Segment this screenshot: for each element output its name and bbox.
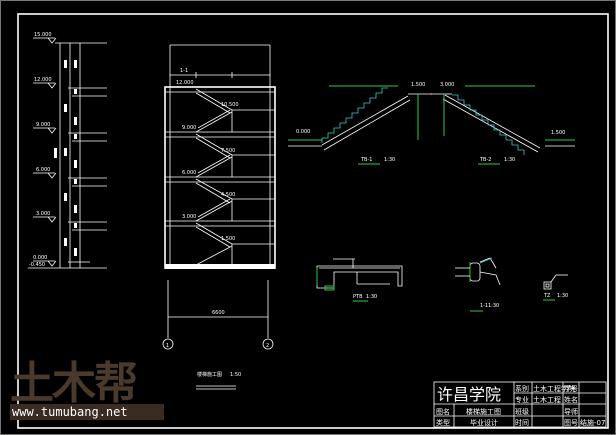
drawing-frame xyxy=(17,13,609,429)
type-label: 类型 xyxy=(436,418,450,427)
number-label: 图号 xyxy=(564,419,578,427)
elevation-label: 15.000 xyxy=(34,32,52,38)
detail-tz: TZ 1:30 xyxy=(543,274,568,301)
axis-label: 1 xyxy=(166,343,169,349)
level-label: 1.500 xyxy=(551,130,565,136)
detail-ptb: PTB 1:30 xyxy=(316,258,403,302)
school-name: 许昌学院 xyxy=(437,385,501,404)
section-level: 10.500 xyxy=(221,102,239,108)
elevation-label: 3.000 xyxy=(36,211,50,217)
detail-name: TZ xyxy=(543,293,551,299)
class-label: 班级 xyxy=(515,407,529,416)
detail-scale: 1:30 xyxy=(504,157,515,163)
type-value: 毕业设计 xyxy=(470,418,498,427)
elevation-label: 6.000 xyxy=(36,167,50,173)
title-block: 许昌学院 系别 土木工程学院 学号 专业 土木工程 姓名 图名 楼梯施工图 班级… xyxy=(433,381,607,428)
width-dimension: 6600 xyxy=(212,310,225,316)
section-level: 7.500 xyxy=(221,148,235,154)
stair-elevation: 15.000 12.000 9.000 6.000 3.000 0.000 -0… xyxy=(28,32,107,269)
detail-name: PTB xyxy=(353,294,363,300)
level-label: 3.000 xyxy=(440,82,454,88)
elevation-label: 0.000 xyxy=(33,255,47,261)
detail-scale: 1:30 xyxy=(488,303,499,309)
section-level: 9.000 xyxy=(182,125,196,131)
dept-label: 系别 xyxy=(515,384,529,393)
number-value: 结施-07 xyxy=(580,418,605,427)
time-label: 时间 xyxy=(515,418,529,427)
elevation-label: 9.000 xyxy=(36,122,50,128)
elevation-label: -0.450 xyxy=(29,262,45,268)
watermark-logo: 土木帮 xyxy=(10,358,138,409)
detail-tb1: 0.000 1.500 TB-1 1:30 xyxy=(288,82,432,165)
drawing-value: 楼梯施工图 xyxy=(466,407,501,416)
dept-value: 土木工程学院 xyxy=(533,384,575,393)
watermark-url: www.tumubang.net xyxy=(10,404,164,420)
detail-name: TB-2 xyxy=(479,157,491,163)
section-title: 楼梯施工图 xyxy=(197,371,222,378)
svg-text:1-1: 1-1 xyxy=(180,68,188,74)
section-level: 4.500 xyxy=(221,192,235,198)
section-level: 1.500 xyxy=(221,236,235,242)
axis-label: 2 xyxy=(266,343,269,349)
watermark: 土木帮 www.tumubang.net xyxy=(10,358,164,420)
name-label: 姓名 xyxy=(564,395,578,404)
section-level: 3.000 xyxy=(182,214,196,220)
section-level: 6.000 xyxy=(182,170,196,176)
section-level: 12.000 xyxy=(176,80,194,86)
advisor-label: 导师 xyxy=(564,407,578,416)
level-label: 0.000 xyxy=(296,129,310,135)
drawing-label: 图名 xyxy=(436,407,450,416)
detail-scale: 1:30 xyxy=(366,294,377,300)
section-scale: 1:50 xyxy=(230,372,241,378)
major-value: 土木工程 xyxy=(533,395,561,404)
detail-name: 1-1 xyxy=(480,303,488,309)
stair-section: 1-1 10.500 9.000 7.500 6.000 4.500 3.000… xyxy=(162,44,276,390)
detail-scale: 1:30 xyxy=(557,293,568,299)
detail-name: TB-1 xyxy=(360,157,372,163)
elevation-label: 12.000 xyxy=(34,77,52,83)
detail-scale: 1:30 xyxy=(384,157,395,163)
detail-tb2: 3.000 1.500 TB-2 1:30 xyxy=(430,82,575,165)
major-label: 专业 xyxy=(515,395,529,404)
level-label: 1.500 xyxy=(411,82,425,88)
detail-1-1: 1-1 1:30 xyxy=(455,257,501,312)
id-label: 学号 xyxy=(564,384,578,393)
